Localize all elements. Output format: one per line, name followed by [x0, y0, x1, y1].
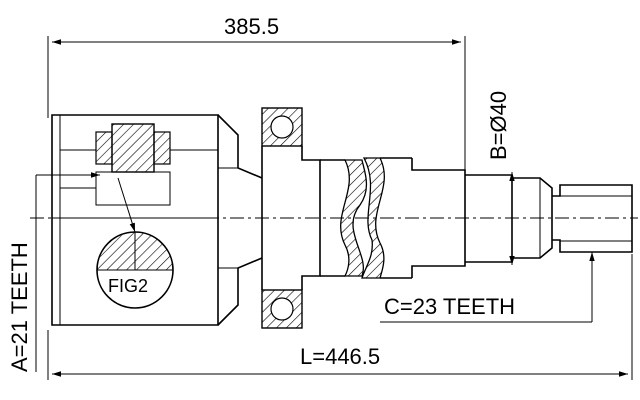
spline-stub: [465, 174, 633, 263]
dimension-385: [47, 36, 466, 170]
dimension-a: [35, 172, 100, 372]
tripod-section: [60, 123, 218, 206]
dimension-l: [47, 254, 633, 380]
dim-l-label: L=446.5: [300, 344, 380, 369]
dim-385-label: 385.5: [224, 14, 279, 39]
flange: [261, 107, 321, 329]
fig2-label: FIG2: [108, 276, 148, 296]
fig2-detail: [96, 177, 174, 309]
dim-c-label: C=23 TEETH: [384, 294, 515, 319]
dim-b-label: B=Ø40: [486, 91, 511, 160]
shaft: [320, 157, 466, 279]
dim-a-label: A=21 TEETH: [7, 242, 32, 372]
dimension-c: [380, 252, 595, 323]
